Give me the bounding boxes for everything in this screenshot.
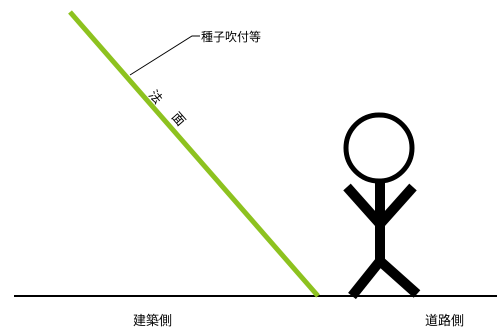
figure-head xyxy=(343,112,415,184)
figure-left-arm xyxy=(343,183,384,228)
stick-figure xyxy=(343,112,421,300)
slope-surface-line xyxy=(68,10,320,298)
leader-line xyxy=(129,35,200,76)
road-side-label: 道路側 xyxy=(425,313,464,329)
building-side-label: 建築側 xyxy=(133,314,172,329)
figure-left-leg xyxy=(348,257,384,300)
figure-right-arm xyxy=(376,183,417,228)
seed-spray-label: 種子吹付等 xyxy=(201,30,261,44)
figure-right-leg xyxy=(376,257,421,298)
